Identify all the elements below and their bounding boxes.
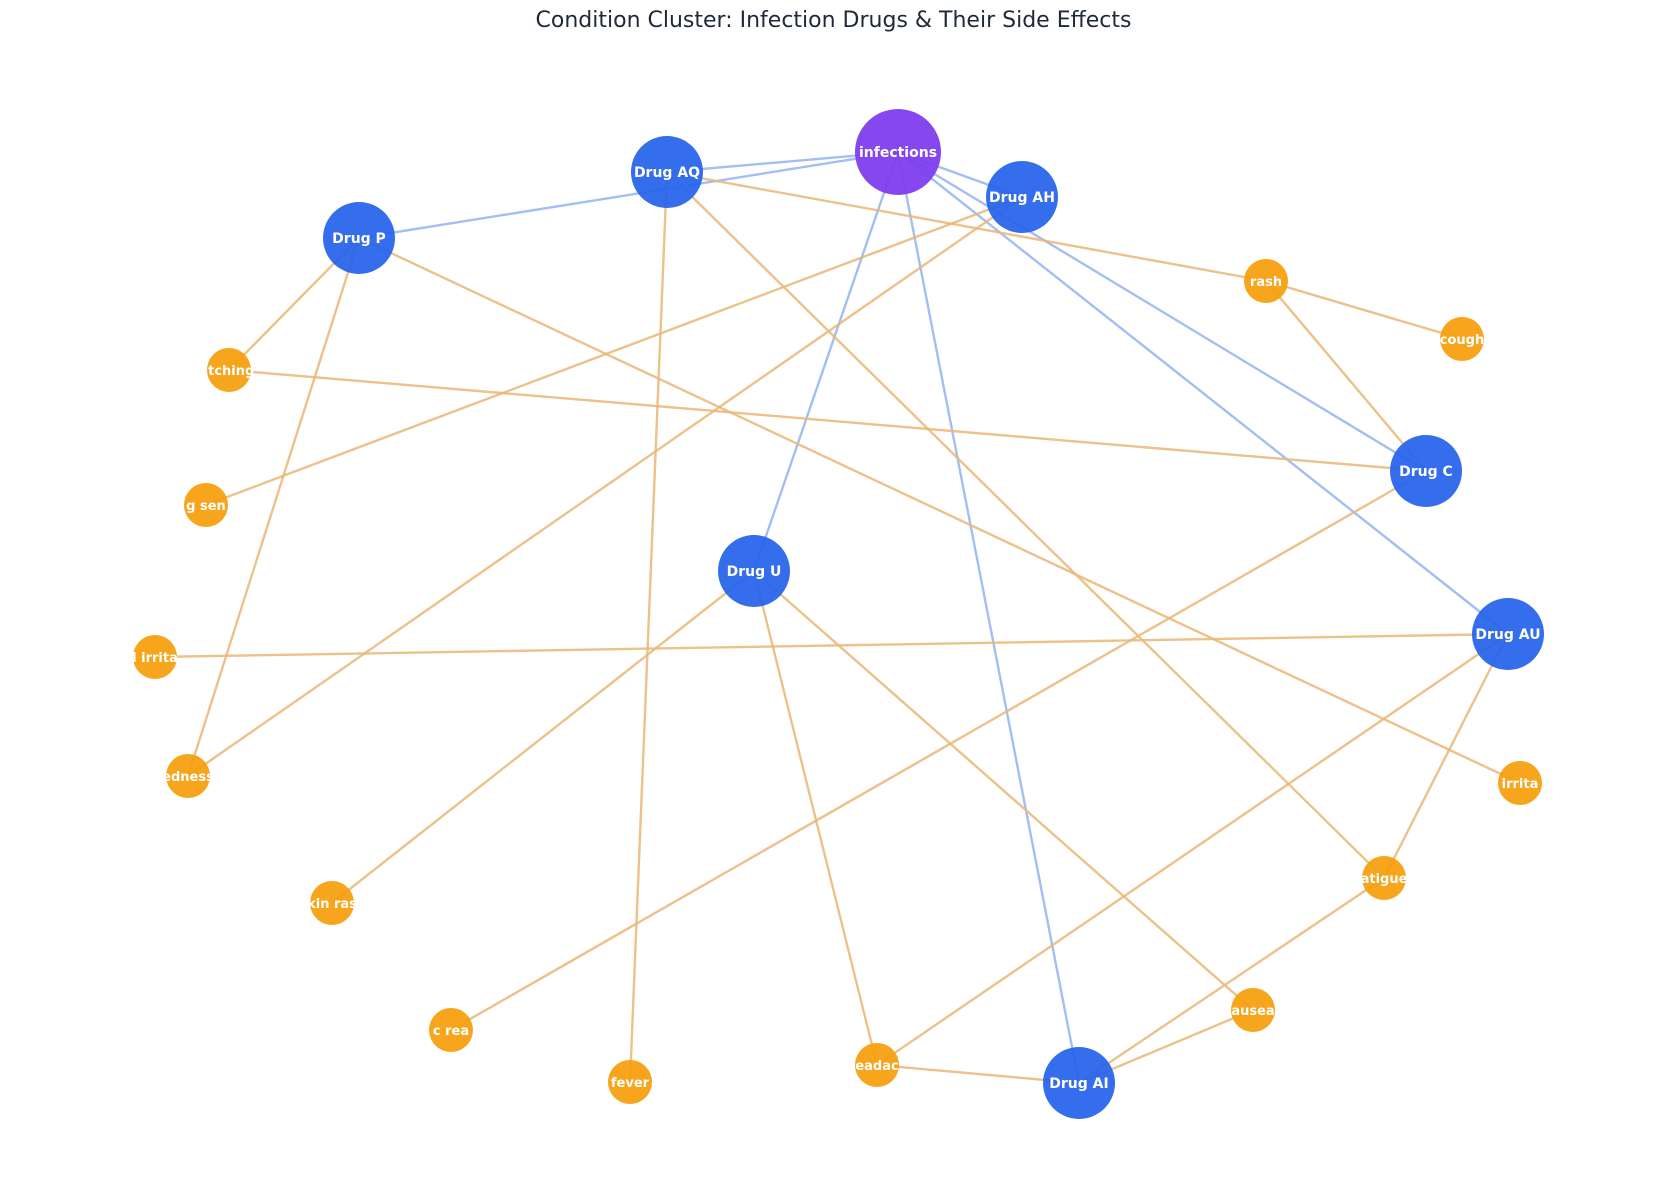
node-label-drug_u: Drug U	[727, 564, 782, 580]
edge-drug_p-redness	[186, 237, 361, 777]
node-cough: cough	[1440, 317, 1484, 361]
node-drug_u: Drug U	[718, 535, 790, 607]
edge-drug_au-fatigue	[1382, 633, 1510, 879]
node-nausea: ausea	[1231, 988, 1275, 1032]
node-itching: itching	[204, 348, 255, 392]
edge-drug_u-nausea	[753, 570, 1254, 1011]
node-circle-redness	[166, 754, 210, 798]
node-label-headache: eadac	[855, 1059, 898, 1074]
edge-infections-drug_p	[358, 150, 899, 240]
edge-drug_u-headache	[752, 570, 879, 1066]
node-label-irrit: irrita	[1502, 777, 1539, 792]
node-circle-drug_aq	[631, 136, 703, 208]
node-label-drug_c: Drug C	[1399, 464, 1453, 480]
node-label-itching: itching	[204, 364, 255, 379]
node-circle-drug_p	[323, 202, 395, 274]
node-skin_rash: kin ras	[307, 881, 357, 925]
edge-layer	[154, 150, 1521, 1085]
edge-drug_au-gi_irr	[154, 632, 1509, 659]
node-circle-allergic	[429, 1008, 473, 1052]
node-circle-cough	[1440, 317, 1484, 361]
node-fatigue: atigue	[1361, 856, 1408, 900]
node-circle-drug_c	[1390, 435, 1462, 507]
node-circle-itching	[207, 348, 251, 392]
edge-drug_ah-redness	[187, 196, 1023, 777]
node-label-skin_rash: kin ras	[307, 897, 357, 912]
node-circle-drug_u	[718, 535, 790, 607]
edge-drug_ah-sun_sens	[205, 195, 1023, 507]
edge-infections-drug_ai	[896, 151, 1081, 1084]
node-label-infections: infections	[859, 145, 937, 161]
edge-drug_c-allergic	[450, 469, 1427, 1032]
node-rash: rash	[1244, 259, 1288, 303]
node-label-allergic: c rea	[433, 1024, 469, 1039]
node-drug_p: Drug P	[323, 202, 395, 274]
edge-infections-drug_u	[752, 151, 900, 572]
node-label-drug_p: Drug P	[332, 231, 386, 247]
node-circle-sun_sens	[184, 483, 228, 527]
node-drug_c: Drug C	[1390, 435, 1462, 507]
node-circle-headache	[855, 1043, 899, 1087]
edge-drug_u-skin_rash	[331, 570, 755, 904]
edge-drug_c-itching	[228, 368, 1427, 473]
edge-drug_au-headache	[876, 633, 1509, 1066]
edge-infections-drug_au	[897, 151, 1509, 635]
edge-drug_aq-fatigue	[666, 171, 1385, 879]
node-infections: infections	[855, 109, 941, 195]
node-allergic: c rea	[429, 1008, 473, 1052]
node-sun_sens: g sen	[184, 483, 228, 527]
node-label-nausea: ausea	[1231, 1004, 1274, 1019]
node-label-fatigue: atigue	[1361, 872, 1408, 887]
node-label-cough: cough	[1440, 333, 1484, 348]
node-label-sun_sens: g sen	[186, 499, 226, 514]
node-label-drug_au: Drug AU	[1475, 627, 1540, 643]
edge-drug_p-irrit	[358, 236, 1521, 785]
node-drug_ah: Drug AH	[986, 161, 1058, 233]
node-label-drug_aq: Drug AQ	[634, 165, 700, 181]
node-label-drug_ai: Drug AI	[1049, 1076, 1108, 1092]
node-circle-irrit	[1498, 761, 1542, 805]
node-circle-fever	[608, 1060, 652, 1104]
node-circle-drug_au	[1472, 598, 1544, 670]
node-circle-skin_rash	[310, 881, 354, 925]
node-headache: eadac	[855, 1043, 899, 1087]
node-circle-drug_ai	[1043, 1047, 1115, 1119]
node-circle-nausea	[1231, 988, 1275, 1032]
node-circle-fatigue	[1362, 856, 1406, 900]
edge-drug_c-rash	[1265, 280, 1427, 472]
edge-drug_aq-rash	[666, 170, 1267, 283]
node-drug_aq: Drug AQ	[631, 136, 703, 208]
node-label-rash: rash	[1250, 275, 1282, 290]
node-label-drug_ah: Drug AH	[989, 190, 1055, 206]
node-irrit: irrita	[1498, 761, 1542, 805]
edge-rash-cough	[1265, 279, 1463, 341]
edge-infections-drug_c	[897, 150, 1427, 473]
node-circle-drug_ah	[986, 161, 1058, 233]
node-circle-infections	[855, 109, 941, 195]
node-circle-gi_irr	[133, 635, 177, 679]
node-label-fever: fever	[611, 1076, 650, 1091]
node-gi_irr: l irrita	[132, 635, 178, 679]
node-fever: fever	[608, 1060, 652, 1104]
node-circle-rash	[1244, 259, 1288, 303]
node-label-redness: edness	[162, 770, 214, 785]
node-drug_au: Drug AU	[1472, 598, 1544, 670]
edge-drug_ai-fatigue	[1078, 877, 1385, 1084]
node-redness: edness	[162, 754, 214, 798]
edge-drug_aq-fever	[628, 171, 669, 1083]
chart-title: Condition Cluster: Infection Drugs & The…	[535, 8, 1132, 33]
node-drug_ai: Drug AI	[1043, 1047, 1115, 1119]
node-label-gi_irr: l irrita	[132, 651, 178, 666]
